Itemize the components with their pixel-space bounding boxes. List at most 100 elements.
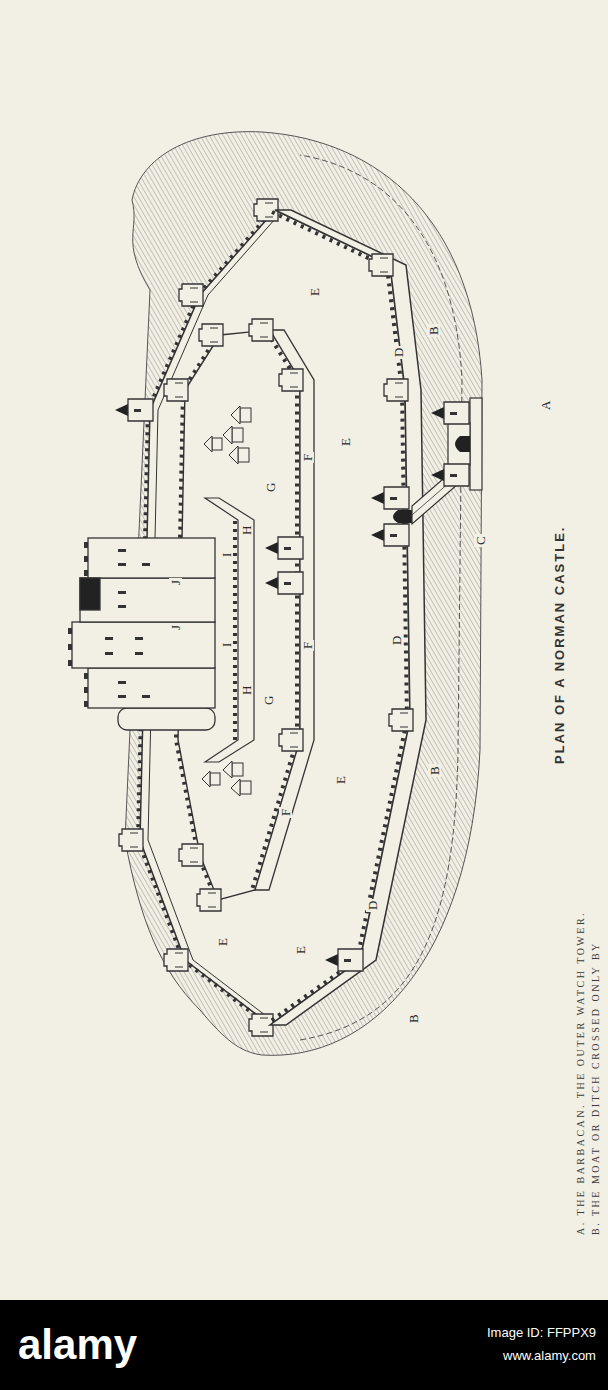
callout-letter: H — [240, 523, 253, 536]
castle-plan — [68, 132, 482, 1056]
keep-windows — [68, 542, 150, 707]
window — [105, 637, 113, 640]
keep-wall-crenels — [233, 520, 237, 740]
house-roof — [223, 761, 232, 778]
house — [238, 448, 249, 462]
callout-letter: D — [390, 633, 403, 646]
house-roof — [231, 406, 240, 424]
watermark-bar — [0, 1300, 608, 1390]
crenel — [84, 570, 88, 576]
window — [118, 681, 126, 684]
wall-tower — [325, 949, 363, 971]
callout-letter: G — [264, 480, 277, 493]
wall-tower — [384, 379, 408, 401]
keep-section — [72, 622, 215, 668]
callout-letter: E — [308, 286, 321, 298]
callout-letter: D — [392, 345, 405, 358]
crenel — [84, 701, 88, 707]
callout-letter: F — [301, 451, 314, 462]
keep-section — [80, 578, 215, 622]
callout-letter: B — [407, 1012, 420, 1025]
keep-section — [88, 538, 215, 578]
callout-letter: G — [262, 693, 275, 706]
house — [240, 408, 251, 422]
image-id: Image ID: FFPPX9 — [487, 1326, 596, 1340]
barbacan-wall — [448, 423, 470, 465]
barbacan-tower — [431, 402, 469, 424]
callout-letter: I — [220, 551, 233, 559]
crenel — [68, 628, 72, 634]
crenel — [84, 542, 88, 548]
inner-wall-crenels — [252, 332, 297, 890]
window — [135, 652, 143, 655]
wall-tower — [119, 829, 143, 851]
house — [240, 781, 251, 794]
window — [105, 652, 113, 655]
window — [142, 695, 150, 698]
keep-curtain-wall — [205, 498, 254, 762]
crenel — [68, 644, 72, 650]
barbacan-base — [470, 398, 482, 490]
gate-tower — [265, 572, 303, 594]
callout-letter: E — [216, 936, 229, 948]
crenel — [84, 687, 88, 693]
legend-text: B. THE MOAT OR DITCH CROSSED ONLY BY — [590, 941, 601, 1235]
window — [142, 563, 150, 566]
callout-letter: H — [240, 683, 253, 696]
wall-tower — [197, 889, 221, 911]
gatehouse-tower — [371, 487, 409, 509]
house-roof — [229, 446, 238, 464]
gate-arch — [393, 510, 412, 523]
callout-letter: F — [301, 639, 314, 650]
wall-tower — [389, 709, 413, 731]
callout-letter: B — [427, 324, 440, 337]
wall-tower — [199, 324, 223, 346]
callout-letter: E — [339, 436, 352, 448]
keep — [68, 538, 215, 730]
crenel — [68, 660, 72, 666]
keep-round-tower — [118, 708, 215, 730]
watermark-logo: alamy — [18, 1324, 137, 1366]
house-roof — [231, 779, 240, 796]
wall-tower — [254, 199, 278, 221]
wall-tower — [279, 369, 303, 391]
window — [135, 637, 143, 640]
inner-wall-front — [255, 330, 314, 890]
gate-tower — [265, 537, 303, 559]
keep-section — [88, 668, 215, 708]
window — [118, 549, 126, 552]
house — [232, 763, 243, 776]
barbacan-tower — [431, 464, 469, 486]
figure-caption: PLAN OF A NORMAN CASTLE. — [553, 526, 567, 764]
callout-letter: J — [169, 622, 182, 631]
watermark-url: www.alamy.com — [503, 1349, 596, 1363]
window — [118, 695, 126, 698]
wall-tower — [179, 844, 203, 866]
house-roof — [223, 426, 232, 444]
house — [210, 773, 220, 785]
crenel — [84, 556, 88, 562]
gatehouse-tower — [371, 524, 409, 546]
callout-letter: E — [294, 944, 307, 956]
wall-tower — [369, 254, 393, 276]
wall-tower — [179, 284, 203, 306]
wall-tower — [279, 729, 303, 751]
window — [118, 605, 126, 608]
outer-wall-crenels — [268, 212, 407, 1023]
callout-letter: C — [474, 534, 487, 547]
barbacan-arch — [455, 436, 470, 452]
legend-text: A. THE BARBACAN. THE OUTER WATCH TOWER. — [575, 911, 586, 1235]
wall-tower — [115, 399, 153, 421]
callout-letter: I — [220, 641, 233, 649]
callout-letter: F — [279, 806, 292, 817]
callout-letter: J — [169, 577, 182, 586]
wall-tower — [164, 949, 188, 971]
crenel — [84, 673, 88, 679]
outer-wall-front — [270, 210, 426, 1025]
house-roof — [202, 771, 210, 787]
window — [118, 591, 126, 594]
keep-shadow — [80, 578, 100, 610]
callout-letter: A — [539, 398, 552, 411]
